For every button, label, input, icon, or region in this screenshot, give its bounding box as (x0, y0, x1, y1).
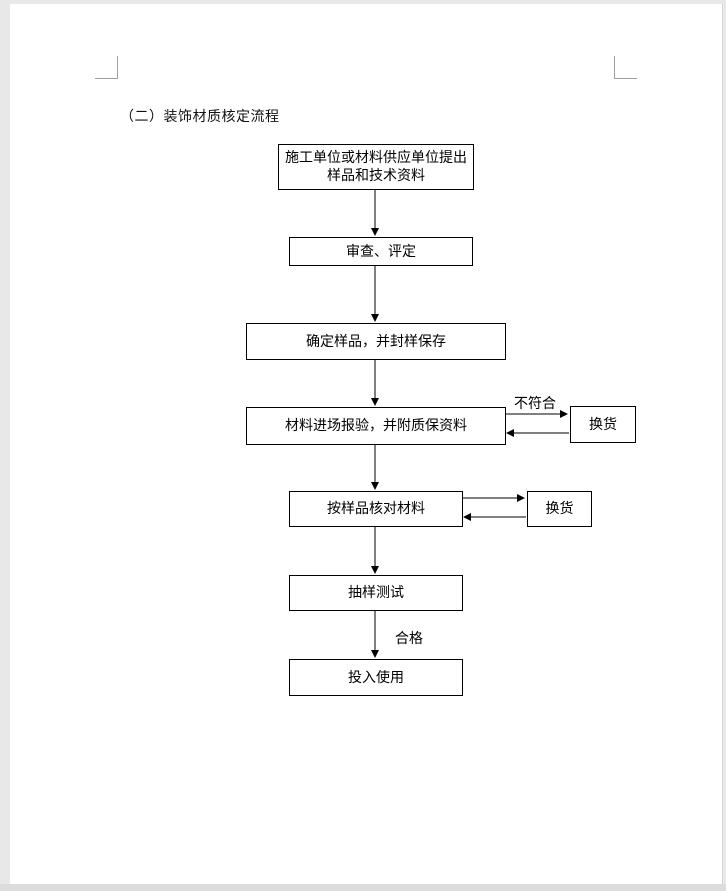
label-pass: 合格 (395, 631, 423, 647)
flow-step-exchange-goods-2: 换货 (527, 491, 592, 527)
document-page: （二）装饰材质核定流程 施工单位或材料供应单位提出样品和技术资料 审查、评定 确… (10, 4, 723, 884)
section-heading: （二）装饰材质核定流程 (120, 109, 280, 125)
label-not-conform: 不符合 (514, 396, 556, 412)
window-bottom-strip (0, 884, 726, 891)
flow-step-confirm-samples: 确定样品，并封样保存 (246, 323, 506, 360)
flow-step-check-materials: 按样品核对材料 (289, 491, 463, 527)
flow-step-material-inspection: 材料进场报验，并附质保资料 (246, 407, 506, 445)
flow-step-review: 审查、评定 (289, 237, 473, 266)
flowchart-connectors (371, 190, 569, 658)
margin-mark-top-left (95, 56, 118, 79)
margin-mark-top-right (614, 56, 637, 79)
flow-step-submit-samples: 施工单位或材料供应单位提出样品和技术资料 (278, 144, 474, 190)
flow-step-put-into-use: 投入使用 (289, 659, 463, 696)
flow-step-exchange-goods-1: 换货 (570, 406, 636, 443)
flow-step-sampling-test: 抽样测试 (289, 575, 463, 611)
